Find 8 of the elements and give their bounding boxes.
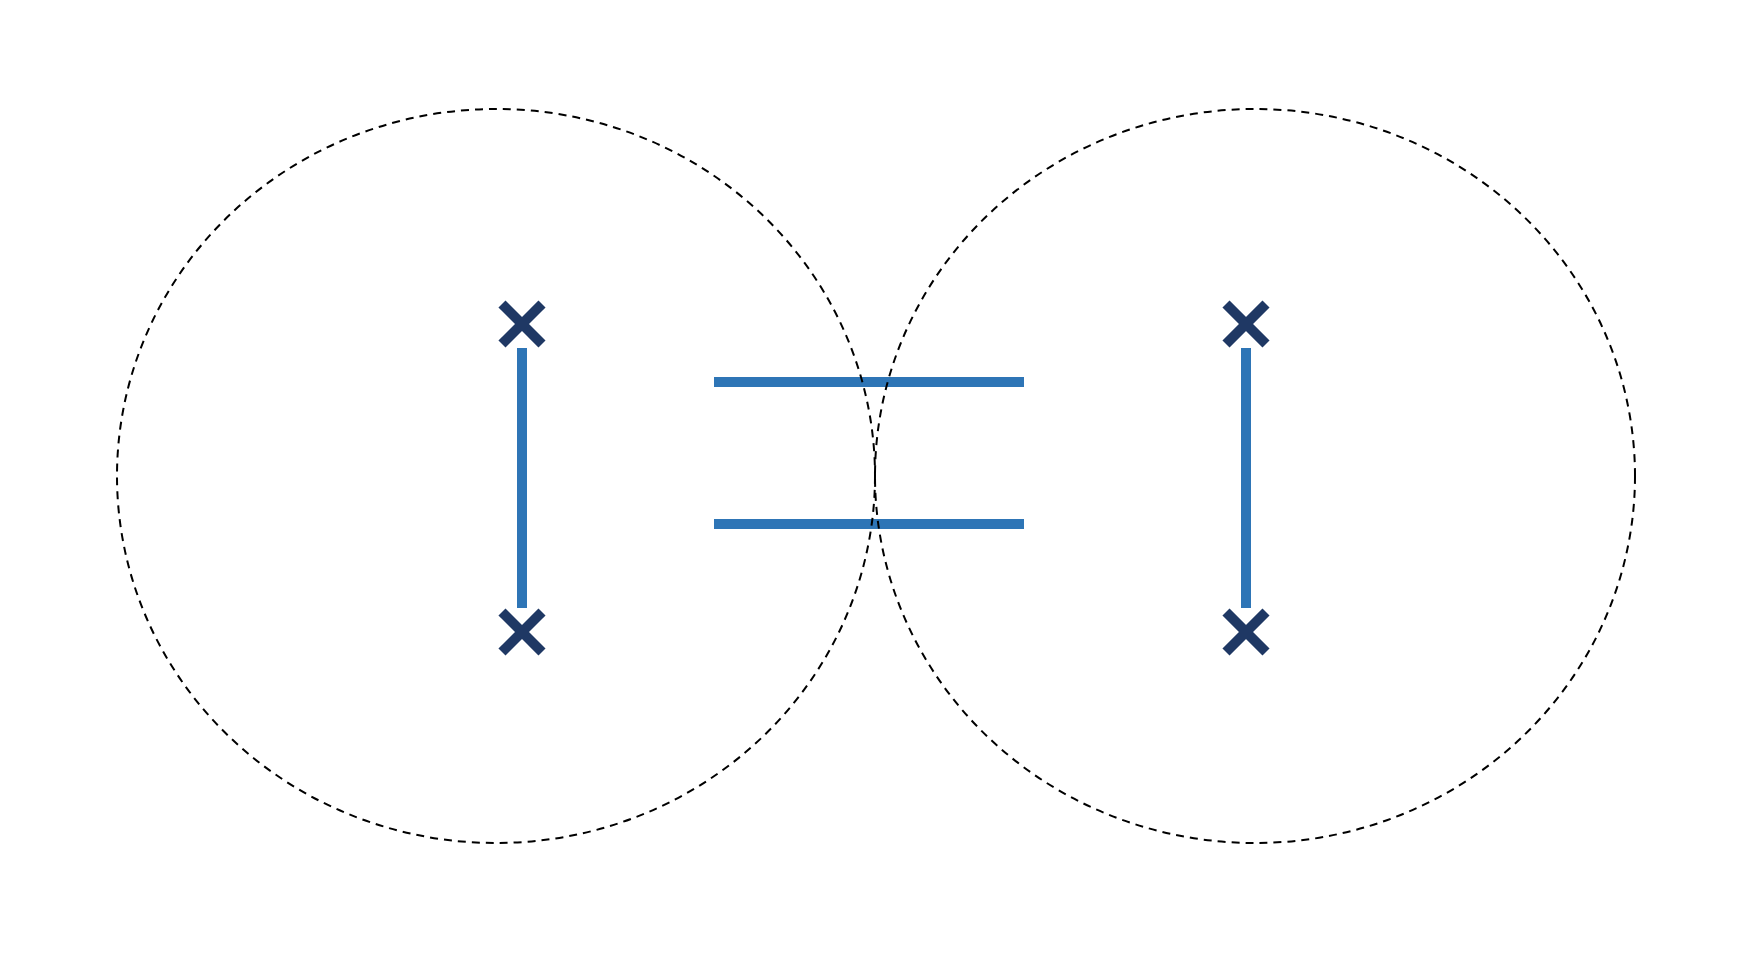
cross-mark bbox=[1222, 300, 1270, 348]
connector-line bbox=[1241, 348, 1251, 608]
cross-mark bbox=[498, 300, 546, 348]
cross-mark bbox=[498, 608, 546, 656]
cross-mark bbox=[1222, 608, 1270, 656]
dashed-circle bbox=[116, 108, 876, 844]
connector-line bbox=[517, 348, 527, 608]
dashed-circle bbox=[874, 108, 1636, 844]
